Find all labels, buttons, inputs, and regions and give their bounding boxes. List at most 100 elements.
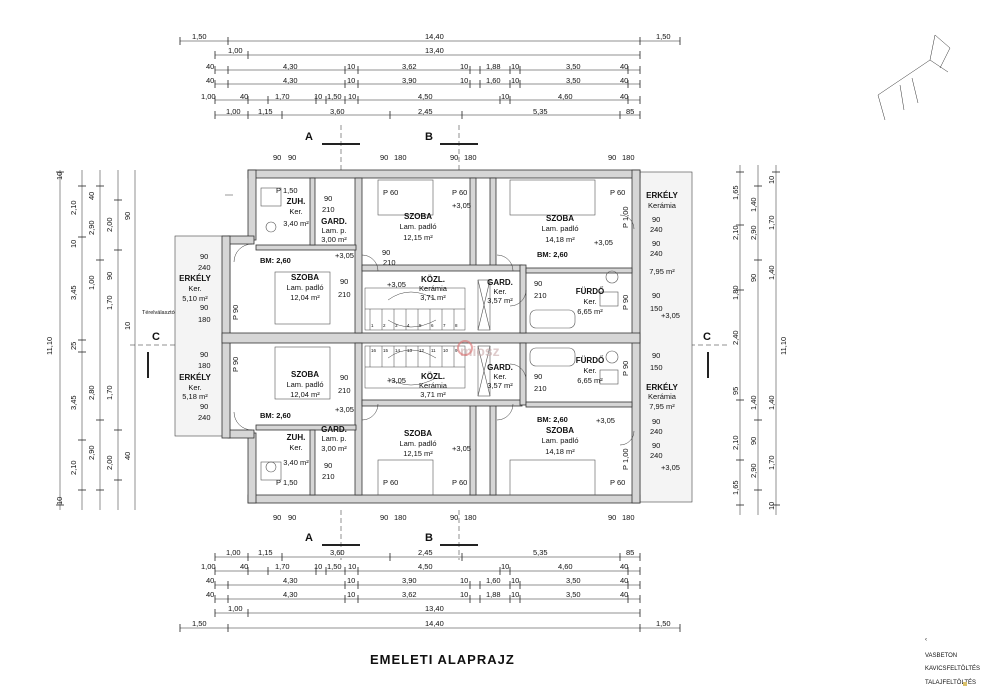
dim-label: 10 [460,76,468,85]
stair-step-number: 11 [431,348,436,353]
opening-label: P 90 [231,357,240,372]
dim-label: 1,50 [327,92,342,101]
dim-label: 1,40 [749,395,758,410]
dim-label: 90 [652,291,660,300]
dim-label: 90 [450,153,458,162]
room-name: FÜRDŐ [576,287,604,296]
dim-label: 180 [622,513,635,522]
dim-label: 210 [338,386,351,395]
dim-label: 5,35 [533,107,548,116]
toilet [265,221,277,233]
opening-label: P 60 [452,188,467,197]
drawing-title: EMELETI ALAPRAJZ [370,652,515,667]
room-name: GARD. [321,217,347,226]
room-name: GARD. [321,425,347,434]
room-floor: Ker. [583,366,596,375]
dim-label: 10 [55,172,64,180]
dim-label: 40 [620,590,628,599]
stair-step-number: 2 [383,323,386,328]
room-floor: Ker. [289,207,302,216]
dim-label: 10 [123,322,132,330]
dim-label: 10 [460,590,468,599]
right-balcony [639,171,693,503]
dim-label: 90 [324,461,332,470]
opening-label: P 90 [621,295,630,310]
right-dimension-chains: 1,65 2,10 1,80 2,40 95 2,10 1,65 1,40 2,… [731,165,788,515]
room-area: 3,00 m² [321,444,347,453]
dim-label: 90 [749,437,758,445]
dim-label: 10 [511,576,519,585]
dim-label: 14,40 [425,619,444,628]
section-mark-b-top: B [425,131,433,143]
dim-label: 2,80 [87,385,96,400]
dim-label: 90 [105,272,114,280]
dim-label: 1,70 [767,215,776,230]
room-floor: Kerámia [648,201,677,210]
dim-label: 3,90 [402,76,417,85]
toilet [265,461,277,473]
dim-label: 90 [273,513,281,522]
dim-label: 1,50 [192,619,207,628]
dim-label: 1,40 [767,395,776,410]
room-floor: Ker. [493,372,506,381]
dim-label: 2,90 [87,445,96,460]
dim-label: 13,40 [425,46,444,55]
room-name: SZOBA [546,214,574,223]
legend-swatch [963,682,967,686]
dim-label: 210 [322,472,335,481]
section-mark-c-right: C [703,331,711,343]
dim-label: 40 [620,576,628,585]
left-balcony [174,235,231,437]
bed [509,459,596,496]
site-orientation-sketch [877,34,951,121]
stair-step-number: 16 [371,348,377,353]
dim-label: 90 [450,513,458,522]
section-mark-a-bottom: A [305,532,313,544]
dim-label: 150 [650,304,663,313]
dim-label: 10 [314,562,322,571]
room-floor: Ker. [188,284,201,293]
room-floor: Ker. [188,383,201,392]
stair-step-number: 3 [395,323,398,328]
room-area: 5,18 m² [182,392,208,401]
legend-item: KAVICSFELTÖLTÉS [925,665,980,672]
level-mark: +3,05 [661,311,680,320]
room-area: 3,57 m² [487,296,513,305]
section-mark-c-left: C [152,331,160,343]
bed [377,179,434,216]
dim-label: 10 [347,62,355,71]
room-area: 3,00 m² [321,235,347,244]
dim-label: 2,00 [105,455,114,470]
dim-label: 3,50 [566,576,581,585]
dim-label: 40 [87,192,96,200]
dim-label: 10 [511,62,519,71]
dim-label: 1,70 [275,92,290,101]
stair-step-number: 7 [443,323,446,328]
dim-label: 40 [206,76,214,85]
level-mark: +3,05 [594,238,613,247]
dim-label: 4,60 [558,562,573,571]
doors [225,194,635,446]
room-area: 12,15 m² [403,449,433,458]
dim-label: 1,00 [226,548,241,557]
dim-label: 240 [198,263,211,272]
room-area: 3,40 m² [283,219,309,228]
opening-label: P 90 [231,305,240,320]
top-dimension-chains: 1,50 14,40 1,50 1,00 13,40 40 4,30 10 3,… [179,32,681,119]
dim-label: 1,70 [105,295,114,310]
dim-label: 1,00 [201,92,216,101]
level-mark: +3,05 [335,251,354,260]
dim-label: 3,90 [402,576,417,585]
dim-label: 10 [767,502,776,510]
dim-label: 2,90 [749,225,758,240]
dim-label: 2,00 [105,217,114,232]
dim-label: 10 [501,92,509,101]
dim-label: 1,88 [486,590,501,599]
dim-label: 3,50 [566,62,581,71]
dim-label: 1,00 [226,107,241,116]
dim-label: 40 [620,92,628,101]
opening-label: P 1,50 [276,478,298,487]
dim-label: 90 [340,277,348,286]
stair-step-number: 1 [371,323,374,328]
